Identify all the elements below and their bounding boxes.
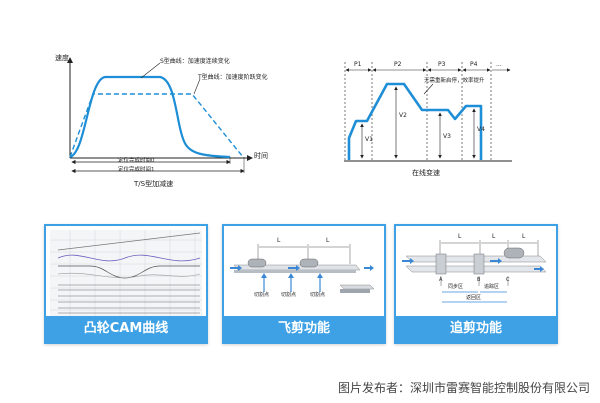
chasing-shear-zone-sync: 同步区 [448,284,464,290]
segment-p3: P3 [438,61,446,68]
value-v2: V2 [399,112,407,119]
speed-y-label: 速度 [55,54,69,62]
segment-more: ... [496,61,502,68]
cam-curve-screenshot [50,230,202,318]
online-annotation: 无需重新启停，效率提升 [424,78,485,84]
s-curve-leader [140,62,161,79]
chasing-shear-point-a: A [439,277,443,283]
chasing-shear-point-c: C [506,277,510,283]
value-v1: V1 [365,136,373,143]
flying-shear-mark1: 切割点 [254,292,270,298]
time-label-s: 定位完成时间0 [118,158,155,164]
t-curve-label: T型曲线：加速度阶跃变化 [198,74,268,81]
chasing-shear-diagram [400,230,552,318]
flying-shear-mark3: 切割点 [310,292,326,298]
cam-curve-card: 凸轮CAM曲线 [44,224,208,344]
t-curve [69,93,244,158]
chasing-shear-title-band: 追剪功能 [396,316,556,342]
chasing-shear-len3: L [522,233,526,240]
speed-x-label: 时间 [254,152,268,160]
annotation-leader [423,83,434,95]
flying-shear-diagram [228,230,380,318]
time-label-t: 定位完成时间1 [118,167,155,173]
s-curve-label: S型曲线：加速度连续变化 [160,58,230,65]
value-v4: V4 [477,126,485,133]
speed-chart [67,57,253,174]
segment-p4: P4 [470,61,478,68]
online-chart-caption: 在线变速 [412,169,440,177]
t-curve-leader [193,78,201,95]
chasing-shear-len2: L [492,233,496,240]
online-speed-curve [347,82,483,160]
chasing-shear-title: 追剪功能 [449,321,502,336]
speed-chart-caption: T/S型加减速 [134,180,174,188]
flying-shear-card: L L 切割点 切割点 切割点 飞剪功能 [222,224,386,344]
flying-shear-title: 飞剪功能 [277,321,330,336]
chasing-shear-card: L L L A B C 同步区 追踪区 返回区 追剪功能 [394,224,558,344]
flying-shear-len1: L [277,237,281,244]
flying-shear-len2: L [326,237,330,244]
segment-p2: P2 [394,61,402,68]
chasing-shear-zone-track: 追踪区 [484,284,500,290]
flying-shear-title-band: 飞剪功能 [224,316,384,342]
cam-curve-title: 凸轮CAM曲线 [83,321,169,336]
s-curve [69,75,231,159]
image-credit: 图片发布者：深圳市雷赛智能控制股份有限公司 [337,381,590,395]
chasing-shear-zone-return: 返回区 [466,295,482,301]
flying-shear-mark2: 切割点 [281,292,297,298]
segment-p1: P1 [354,61,362,68]
value-v3: V3 [443,133,451,140]
chasing-shear-point-b: B [477,277,481,283]
online-speed-chart [344,62,512,162]
chasing-shear-len1: L [458,233,462,240]
cam-curve-title-band: 凸轮CAM曲线 [46,316,206,342]
